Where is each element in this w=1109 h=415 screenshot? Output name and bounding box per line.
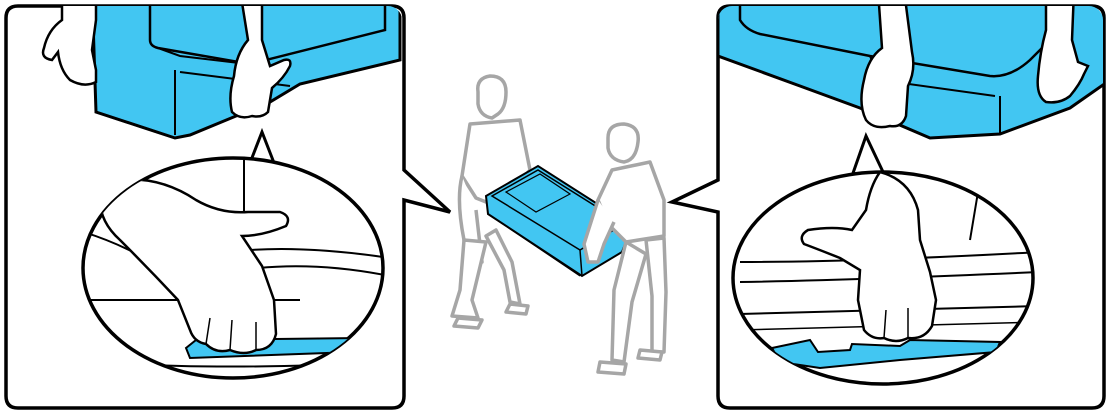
center-scene bbox=[452, 76, 666, 374]
person-icon bbox=[584, 124, 666, 374]
left-callout-panel bbox=[6, 0, 450, 408]
right-callout-panel bbox=[672, 0, 1109, 408]
